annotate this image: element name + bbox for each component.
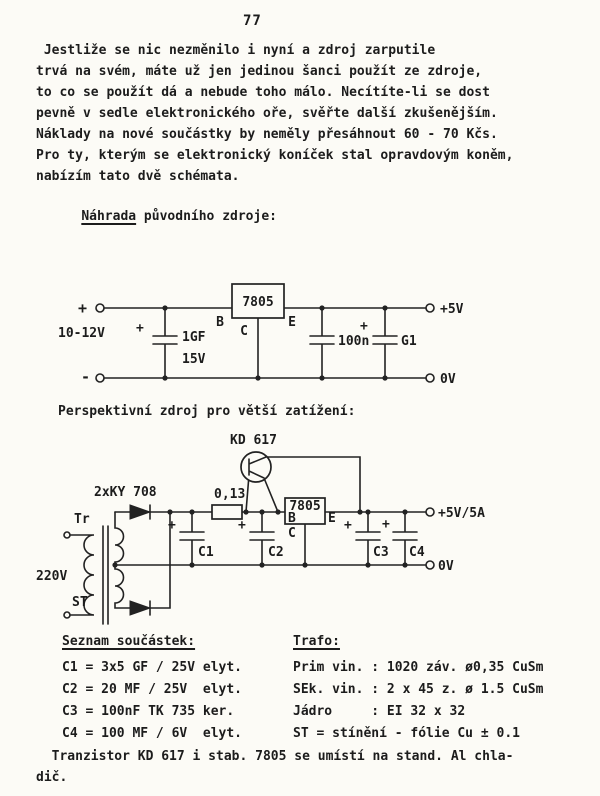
label-c2: C2 bbox=[268, 545, 284, 560]
label-regulator: 7805 bbox=[242, 295, 273, 310]
label-c4: C4 bbox=[409, 545, 425, 560]
paragraph-line: Náklady na nové součástky by neměly přes… bbox=[36, 127, 498, 142]
label-input-voltage: 10-12V bbox=[58, 326, 105, 341]
transformer-spec-list: Trafo: Prim vin. : 1020 záv. ø0,35 CuSm … bbox=[293, 630, 543, 745]
label-transformer: Tr bbox=[74, 512, 90, 527]
label-diodes: 2xKY 708 bbox=[94, 485, 157, 500]
label-pin-b: B bbox=[216, 315, 224, 330]
closing-paragraph: Tranzistor KD 617 i stab. 7805 se umístí… bbox=[36, 746, 513, 788]
intro-paragraph: Jestliže se nic nezměnilo i nyní a zdroj… bbox=[36, 40, 513, 187]
paragraph-line: Tranzistor KD 617 i stab. 7805 se umístí… bbox=[36, 749, 514, 764]
capacitor-c4 bbox=[392, 509, 418, 568]
mains-terminal bbox=[63, 611, 71, 619]
parts-list: Seznam součástek: C1 = 3x5 GF / 25V elyt… bbox=[62, 630, 242, 745]
schematic1-labels: + - 10-12V + 1GF 15V 7805 B E C 100n + G… bbox=[58, 295, 464, 387]
capacitor-input bbox=[152, 305, 178, 381]
label-g1: G1 bbox=[401, 334, 417, 349]
section2-heading: Perspektivní zdroj pro větší zatížení: bbox=[58, 404, 356, 419]
transformer-spec-item: ST = stínění - fólie Cu ± 0.1 bbox=[293, 726, 520, 741]
regulator-7805 bbox=[284, 497, 326, 568]
paragraph-line: pevně v sedle elektronického oře, svěřte… bbox=[36, 106, 498, 121]
label-c3-plus: + bbox=[344, 518, 352, 533]
regulator-7805 bbox=[231, 283, 285, 381]
schematic-original-supply: + - 10-12V + 1GF 15V 7805 B E C 100n + G… bbox=[58, 283, 464, 387]
label-c1-plus: + bbox=[168, 518, 176, 533]
capacitor-c2 bbox=[249, 509, 275, 568]
parts-list-item: C3 = 100nF TK 735 ker. bbox=[62, 704, 235, 719]
parts-list-item: C4 = 100 MF / 6V elyt. bbox=[62, 726, 243, 741]
page-number: 77 bbox=[243, 13, 262, 29]
label-c100n: 100n bbox=[338, 334, 369, 349]
label-mains: 220V bbox=[36, 569, 67, 584]
label-input-plus: + bbox=[78, 299, 87, 317]
transformer-spec-item: Prim vin. : 1020 záv. ø0,35 CuSm bbox=[293, 660, 544, 675]
label-out-plus: +5V/5A bbox=[438, 506, 485, 521]
paragraph-line: Pro ty, kterým se elektronický koníček s… bbox=[36, 148, 514, 163]
output-plus-terminal bbox=[425, 507, 435, 517]
paragraph-line: Jestliže se nic nezměnilo i nyní a zdroj… bbox=[36, 43, 436, 58]
paragraph-line: nabízím tato dvě schémata. bbox=[36, 169, 240, 184]
label-pin-e: E bbox=[288, 315, 296, 330]
output-plus-terminal bbox=[425, 303, 435, 313]
label-cin-value: 1GF bbox=[182, 330, 206, 345]
section1-heading: Náhrada původního zdroje: bbox=[50, 194, 277, 239]
paragraph-line: trvá na svém, máte už jen jedinou šanci … bbox=[36, 64, 483, 79]
label-input-minus: - bbox=[81, 368, 90, 386]
schematic2-labels: KD 617 2xKY 708 0,13 Tr 220V ST + + + + … bbox=[36, 433, 485, 610]
label-out-gnd: 0V bbox=[438, 559, 454, 574]
pass-transistor bbox=[240, 451, 363, 515]
label-cin-voltage: 15V bbox=[182, 352, 206, 367]
capacitor-g1 bbox=[372, 305, 398, 381]
label-c2-plus: + bbox=[238, 518, 246, 533]
label-g1-plus: + bbox=[360, 319, 368, 334]
label-resistor: 0,13 bbox=[214, 487, 245, 502]
label-c1: C1 bbox=[198, 545, 214, 560]
output-gnd-terminal bbox=[425, 560, 435, 570]
label-pin-b: B bbox=[288, 511, 296, 526]
capacitor-c1 bbox=[179, 509, 205, 568]
schematic-boosted-supply: KD 617 2xKY 708 0,13 Tr 220V ST + + + + … bbox=[36, 433, 485, 625]
output-gnd-terminal bbox=[425, 373, 435, 383]
shunt-resistor bbox=[211, 504, 243, 520]
schematic2-rails bbox=[114, 507, 435, 570]
parts-list-item: C2 = 20 MF / 25V elyt. bbox=[62, 682, 243, 697]
label-cin-plus: + bbox=[136, 321, 144, 336]
label-pin-e: E bbox=[328, 511, 336, 526]
label-c3: C3 bbox=[373, 545, 389, 560]
section1-heading-rest: původního zdroje: bbox=[136, 209, 277, 224]
parts-list-heading: Seznam součástek: bbox=[62, 634, 196, 649]
transformer-spec-item: Jádro : EI 32 x 32 bbox=[293, 704, 466, 719]
input-plus-terminal bbox=[95, 303, 105, 313]
input-minus-terminal bbox=[95, 373, 105, 383]
transformer-spec-heading: Trafo: bbox=[293, 634, 340, 649]
paragraph-line: to co se použít dá a nebude toho málo. N… bbox=[36, 85, 490, 100]
transformer-spec-item: SEk. vin. : 2 x 45 z. ø 1.5 CuSm bbox=[293, 682, 544, 697]
mains-terminal bbox=[63, 531, 71, 539]
capacitor-c3 bbox=[355, 509, 381, 568]
section1-heading-word: Náhrada bbox=[81, 209, 137, 224]
rectifier-diodes bbox=[129, 504, 173, 616]
label-transistor: KD 617 bbox=[230, 433, 277, 448]
label-c4-plus: + bbox=[382, 517, 390, 532]
parts-list-item: C1 = 3x5 GF / 25V elyt. bbox=[62, 660, 243, 675]
label-shield: ST bbox=[72, 595, 88, 610]
label-out-plus: +5V bbox=[440, 302, 464, 317]
label-pin-c: C bbox=[240, 324, 248, 339]
label-regulator: 7805 bbox=[289, 499, 320, 514]
paragraph-line: dič. bbox=[36, 770, 68, 785]
label-pin-c: C bbox=[288, 526, 296, 541]
transformer bbox=[63, 511, 131, 625]
capacitor-100n bbox=[309, 305, 335, 381]
label-out-gnd: 0V bbox=[440, 372, 456, 387]
